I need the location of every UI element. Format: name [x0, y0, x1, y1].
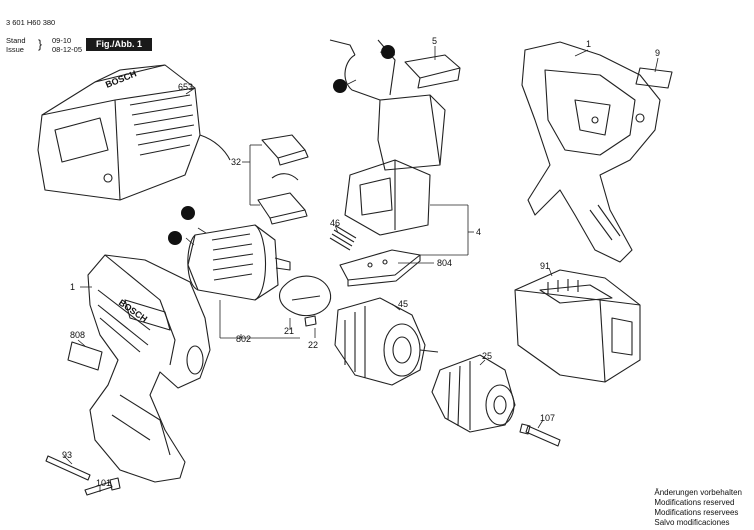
- part-number-label: 5: [432, 36, 437, 46]
- part-number-label: 808: [70, 330, 85, 340]
- part-number-label: 46: [330, 218, 340, 228]
- housing-brand-logo: BOSCH: [117, 297, 149, 324]
- clips-drawing: [257, 134, 309, 225]
- part-number-label: 45: [398, 299, 408, 309]
- bit-drawing: [45, 455, 91, 481]
- part-number-label: 1: [586, 39, 591, 49]
- note-line: Änderungen vorbehalten: [654, 488, 742, 497]
- motor-drawing: [187, 224, 291, 301]
- part-number-label: 804: [437, 258, 452, 268]
- housing-left-drawing: [87, 254, 211, 483]
- connector-marker-label: A: [382, 47, 389, 57]
- part-number-label: 802: [236, 334, 251, 344]
- part-number-label: 1: [70, 282, 75, 292]
- stand-label: Stand: [6, 36, 26, 45]
- circuit-plate-drawing: [339, 249, 421, 287]
- doc-number: 3 601 H60 380: [6, 18, 56, 27]
- connector-marker-label: B: [334, 81, 341, 91]
- part-number-label: 107: [540, 413, 555, 423]
- spring-drawing: [329, 225, 357, 251]
- gear-plate-drawing: [279, 275, 332, 327]
- part-number-label: 25: [482, 351, 492, 361]
- note-line: Salvo modificaciones: [654, 518, 730, 527]
- part-number-label: 22: [308, 340, 318, 350]
- part-number-label: 91: [540, 261, 550, 271]
- battery-drawing: [514, 269, 641, 383]
- housing-screw-drawing: [84, 477, 121, 496]
- connector-markers: [168, 45, 395, 245]
- housing-right-drawing: [521, 41, 661, 263]
- part-number-label: 4: [476, 227, 481, 237]
- header-brace: }: [38, 37, 43, 51]
- modification-notes: Änderungen vorbehalten Modifications res…: [654, 488, 742, 528]
- note-line: Modifications reserved: [654, 498, 735, 507]
- part-number-label: 9: [655, 48, 660, 58]
- leader-lines: [63, 46, 659, 492]
- issue-date: 08-12-05: [52, 45, 83, 54]
- part-number-label: 93: [62, 450, 72, 460]
- gearbox-drawing: [334, 297, 439, 386]
- housing-label-drawing: [67, 341, 103, 371]
- chuck-drawing: [431, 354, 516, 433]
- part-number-label: 101: [96, 478, 111, 488]
- figure-label: Fig./Abb. 1: [86, 38, 152, 51]
- part-number-label: 21: [284, 326, 294, 336]
- stand-date: 09-10: [52, 36, 72, 45]
- charger-brand-logo: BOSCH: [104, 68, 138, 89]
- part-number-label: 32: [231, 157, 241, 167]
- note-line: Modifications reservees: [654, 508, 739, 517]
- part-number-label: 653: [178, 82, 193, 92]
- connector-marker-label: A: [182, 208, 189, 218]
- charger-drawing: [37, 64, 231, 201]
- connector-marker-label: B: [169, 233, 176, 243]
- switch-assembly-drawing: [329, 39, 461, 236]
- issue-label: Issue: [6, 45, 24, 54]
- label-sticker-drawing: [635, 67, 673, 89]
- chuck-screw-drawing: [519, 423, 561, 447]
